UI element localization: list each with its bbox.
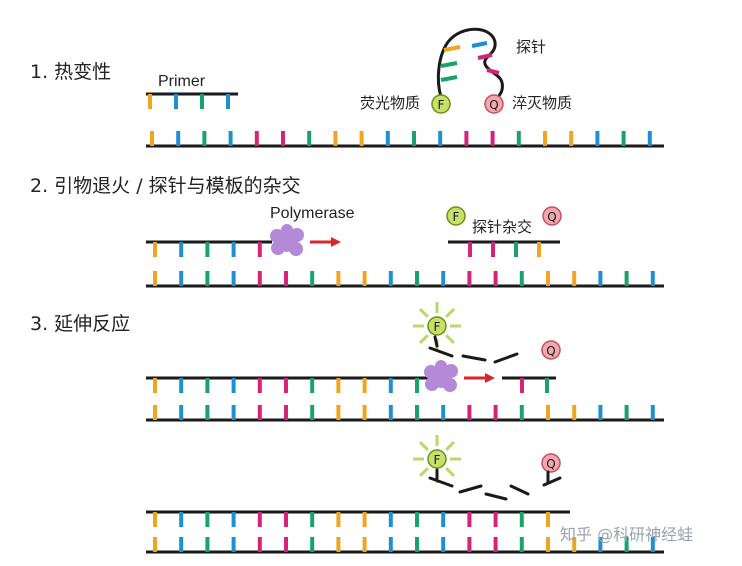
base-tick [440,75,458,82]
fluor-glow-3a: F [413,302,461,350]
remaining-probe-3a [502,376,556,393]
template-strand-step3a [146,405,664,422]
quencher-q-text-4: Q [546,457,555,471]
fluor-f-text-4: F [434,453,441,467]
fluor-f-text: F [438,98,445,112]
primer-strand [146,92,238,109]
base-tick [443,45,461,52]
base-tick [471,41,488,48]
fluor-f-text-3: F [434,320,441,334]
quencher-marker-3b: Q [541,453,561,473]
glow-ray [445,307,456,318]
template-strand-step3b [146,537,664,554]
glow-ray [445,440,456,451]
quencher-marker-step2: Q [542,206,562,226]
quencher-q-text-3: Q [546,344,555,358]
polymerase-label: Polymerase [270,205,355,222]
probe-hairpin [436,27,504,102]
glow-ray [418,334,429,345]
quencher-q-text: Q [489,98,498,112]
quencher-marker-3a: Q [541,340,561,360]
glow-ray [445,334,456,345]
direction-arrow [310,237,341,247]
quencher-label: 淬灭物质 [512,94,572,112]
step3-title: 3. 延伸反应 [30,313,130,335]
extended-primer-step2 [146,240,272,257]
template-strand-step1 [146,131,664,148]
base-tick [486,68,500,75]
glow-ray [418,467,429,478]
probe-label: 探针 [516,38,546,56]
watermark: 知乎 @科研神经蛙 [560,525,693,544]
quencher-q-text-2: Q [547,210,556,224]
direction-arrow-3 [464,373,495,383]
step1-title: 1. 热变性 [30,61,111,83]
new-strand-step3b [146,510,570,527]
fluor-glow-3b: F [413,435,461,483]
glow-ray [418,440,429,451]
polymerase-icon [270,224,304,256]
cleaved-probe-fragments-3a [428,335,519,364]
hybridized-probe [448,240,560,257]
glow-ray [445,467,456,478]
extended-primer-step3a [146,376,430,393]
fluor-marker-step2: F [446,206,466,226]
template-strand-step2 [146,271,664,288]
step2-title: 2. 引物退火 / 探针与模板的杂交 [30,175,301,197]
fluor-f-text-2: F [453,210,460,224]
glow-ray [418,307,429,318]
probe-hyb-label: 探针杂交 [472,218,532,236]
primer-label: Primer [158,73,206,90]
base-tick [477,53,493,60]
fluor-marker: F [431,94,451,114]
cleaved-probe-fragments-3b [428,468,562,501]
quencher-marker: Q [484,94,504,114]
fluor-label: 荧光物质 [360,94,420,112]
polymerase-icon-3 [424,360,458,392]
base-tick [440,61,458,68]
